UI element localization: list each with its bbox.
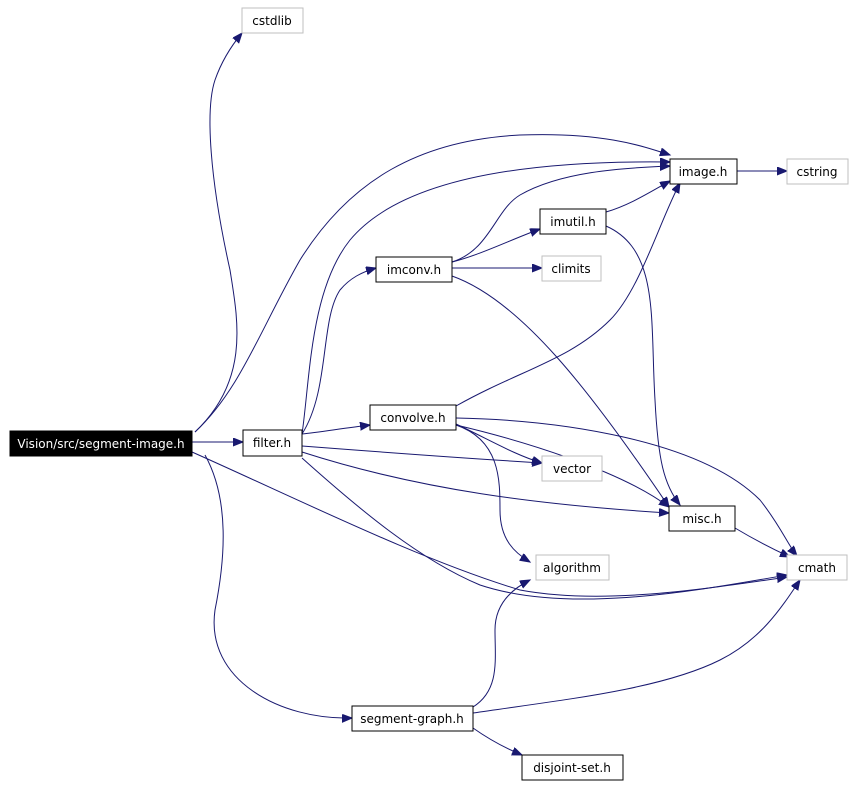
edge-segment-graph-algorithm xyxy=(472,580,530,708)
node-vector[interactable]: vector xyxy=(541,455,603,482)
edge-convolve-image xyxy=(455,183,680,407)
node-algorithm[interactable]: algorithm xyxy=(535,554,610,581)
edge-filter-vector xyxy=(301,445,542,463)
edge-filter-misc xyxy=(301,451,669,513)
node-imutil-label: imutil.h xyxy=(550,215,595,229)
node-misc-label: misc.h xyxy=(682,512,721,526)
node-disjoint-set[interactable]: disjoint-set.h xyxy=(521,754,624,781)
edge-filter-imconv xyxy=(301,268,376,435)
node-cstring-label: cstring xyxy=(796,165,837,179)
edge-segment-graph-cmath xyxy=(472,580,800,714)
node-cmath-label: cmath xyxy=(798,561,836,575)
node-segment-graph[interactable]: segment-graph.h xyxy=(351,705,474,732)
edge-convolve-algorithm xyxy=(455,424,530,562)
node-vector-label: vector xyxy=(553,462,591,476)
node-disjoint-set-label: disjoint-set.h xyxy=(533,761,611,775)
node-algorithm-label: algorithm xyxy=(543,561,601,575)
node-imconv-label: imconv.h xyxy=(387,263,441,277)
edge-imconv-image xyxy=(451,166,670,263)
node-segment-graph-label: segment-graph.h xyxy=(360,712,464,726)
node-filter-label: filter.h xyxy=(253,436,291,450)
node-filter[interactable]: filter.h xyxy=(242,429,303,457)
node-image-label: image.h xyxy=(679,165,728,179)
node-image[interactable]: image.h xyxy=(669,158,738,185)
node-convolve[interactable]: convolve.h xyxy=(369,404,457,431)
edge-imutil-misc xyxy=(605,225,680,505)
node-cstring[interactable]: cstring xyxy=(786,158,849,185)
edge-filter-image xyxy=(301,162,670,435)
edge-main-segment-graph xyxy=(204,454,352,718)
node-cmath[interactable]: cmath xyxy=(786,554,848,581)
edge-imutil-image xyxy=(605,181,670,213)
node-cstdlib[interactable]: cstdlib xyxy=(241,7,304,34)
node-cstdlib-label: cstdlib xyxy=(252,14,291,28)
edge-imconv-imutil xyxy=(451,229,540,263)
edge-misc-cmath xyxy=(734,527,790,557)
node-climits-label: climits xyxy=(551,262,590,276)
edge-convolve-vector xyxy=(455,423,542,463)
node-misc[interactable]: misc.h xyxy=(668,505,736,532)
node-convolve-label: convolve.h xyxy=(380,411,445,425)
edge-convolve-cmath xyxy=(455,417,797,556)
edge-main-image xyxy=(194,134,670,433)
node-imconv[interactable]: imconv.h xyxy=(375,256,453,283)
node-imutil[interactable]: imutil.h xyxy=(539,208,607,235)
node-main[interactable]: Vision/src/segment-image.h xyxy=(9,430,193,457)
node-climits[interactable]: climits xyxy=(541,255,602,282)
nodes: Vision/src/segment-image.h cstdlib image… xyxy=(9,7,849,781)
edge-imconv-misc xyxy=(451,275,669,507)
node-main-label: Vision/src/segment-image.h xyxy=(17,437,184,451)
edge-main-cstdlib xyxy=(194,33,242,433)
edge-filter-convolve xyxy=(301,425,370,435)
edge-segment-graph-disjoint-set xyxy=(472,727,522,755)
edge-filter-cmath xyxy=(301,457,787,600)
edges xyxy=(191,33,800,755)
